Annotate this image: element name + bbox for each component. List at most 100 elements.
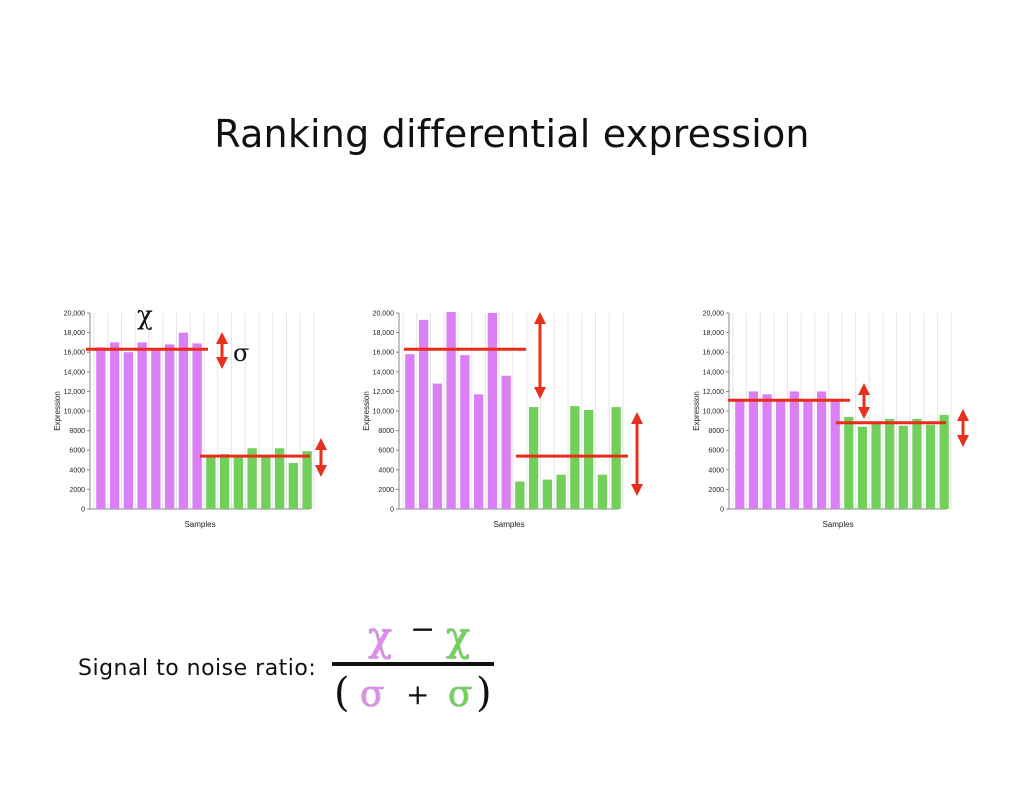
snr-label: Signal to noise ratio: [78,656,317,681]
mean-symbol-annotation: χ [137,301,153,331]
y-tick-label: 8000 [69,428,85,435]
y-axis-label: Expression [692,391,701,431]
bar-group1 [473,394,484,509]
bar-group1 [164,344,175,509]
bar-group2 [233,455,244,509]
y-axis-label: Expression [53,391,62,431]
bar-group2 [871,422,881,509]
y-tick-label: 18,000 [64,330,86,337]
y-tick-label: 0 [720,507,724,514]
bar-group1 [776,401,786,509]
sigma-symbol-annotation: σ [233,339,249,367]
x-axis-label: Samples [822,520,853,529]
formula-sigma-group2: σ [448,674,473,715]
formula-mean-group2: χ [446,614,471,660]
y-tick-label: 6000 [378,448,394,455]
formula-plus: + [406,678,430,711]
bar-group2 [542,479,553,509]
y-tick-label: 10,000 [64,409,86,416]
y-tick-label: 4000 [69,467,85,474]
bar-group1 [460,355,470,509]
bar-group1 [803,401,813,509]
y-tick-label: 4000 [378,467,394,474]
bar-group2 [925,424,936,509]
bar-group1 [151,350,161,509]
bar-group2 [528,407,539,509]
y-tick-label: 20,000 [64,311,86,318]
y-tick-label: 4000 [708,467,724,474]
bar-group1 [789,391,799,509]
bar-group2 [898,425,908,509]
fraction-bar [332,662,494,666]
y-tick-label: 0 [390,507,394,514]
y-tick-label: 14,000 [373,369,395,376]
y-tick-label: 0 [81,507,85,514]
bar-group1 [137,342,147,509]
y-tick-label: 6000 [708,448,724,455]
x-axis-label: Samples [184,520,215,529]
y-tick-label: 6000 [69,448,85,455]
y-tick-label: 14,000 [703,369,725,376]
y-tick-label: 18,000 [703,330,725,337]
bar-group2 [611,407,621,509]
bar-group1 [816,391,827,509]
bar-group2 [583,410,594,509]
formula-minus: − [410,612,436,647]
y-tick-label: 20,000 [703,311,725,318]
bar-group2 [844,416,854,509]
bar-group1 [109,342,120,509]
y-tick-label: 12,000 [64,389,86,396]
y-axis-label: Expression [362,391,371,431]
formula-open-paren: ( [334,670,350,716]
bar-group2 [515,481,525,509]
bar-group1 [418,319,429,509]
y-tick-label: 20,000 [373,311,395,318]
bar-group2 [912,418,922,509]
bar-group1 [762,394,772,509]
bar-group1 [432,383,443,509]
y-tick-label: 16,000 [373,350,395,357]
bar-group2 [247,448,257,509]
bar-group2 [302,451,312,509]
chart-2: 0 2000 4000 6000 8000 10,000 12,000 14,000 16,00… [362,311,643,529]
bar-group1 [748,391,759,509]
x-axis-label: Samples [493,520,524,529]
formula-close-paren: ) [476,670,492,716]
bar-group2 [261,455,271,509]
bar-group1 [96,347,106,509]
bar-group2 [885,418,895,509]
slide-title: Ranking differential expression [214,112,810,156]
bar-group1 [446,312,456,509]
formula-sigma-group1: σ [360,674,385,715]
bar-group2 [206,457,216,509]
y-tick-label: 16,000 [64,350,86,357]
bar-group2 [288,462,299,509]
bar-group2 [597,474,608,509]
y-tick-label: 10,000 [373,409,395,416]
y-tick-label: 12,000 [703,389,725,396]
y-tick-label: 2000 [708,487,724,494]
y-tick-label: 16,000 [703,350,725,357]
y-tick-label: 10,000 [703,409,725,416]
y-tick-label: 12,000 [373,389,395,396]
bar-group1 [735,400,745,509]
y-tick-label: 2000 [378,487,394,494]
chart-3: 0200040006000800010,00012,00014,00016,00… [692,311,969,529]
bar-group2 [556,474,566,509]
chart-1: 0200040006000800010,00012,00014,00016,00… [53,301,327,529]
bar-group1 [178,332,189,509]
bar-group1 [123,352,134,509]
y-tick-label: 2000 [69,487,85,494]
bar-group1 [192,343,202,509]
bar-group2 [939,414,949,509]
y-tick-label: 8000 [378,428,394,435]
bar-group2 [219,454,230,509]
snr-formula: χ − χ ( σ + σ ) [330,612,510,722]
bar-group2 [274,448,285,509]
formula-mean-group1: χ [368,614,393,660]
bar-group1 [501,375,511,509]
bar-group2 [857,426,868,509]
y-tick-label: 18,000 [373,330,395,337]
bar-group1 [830,401,840,509]
